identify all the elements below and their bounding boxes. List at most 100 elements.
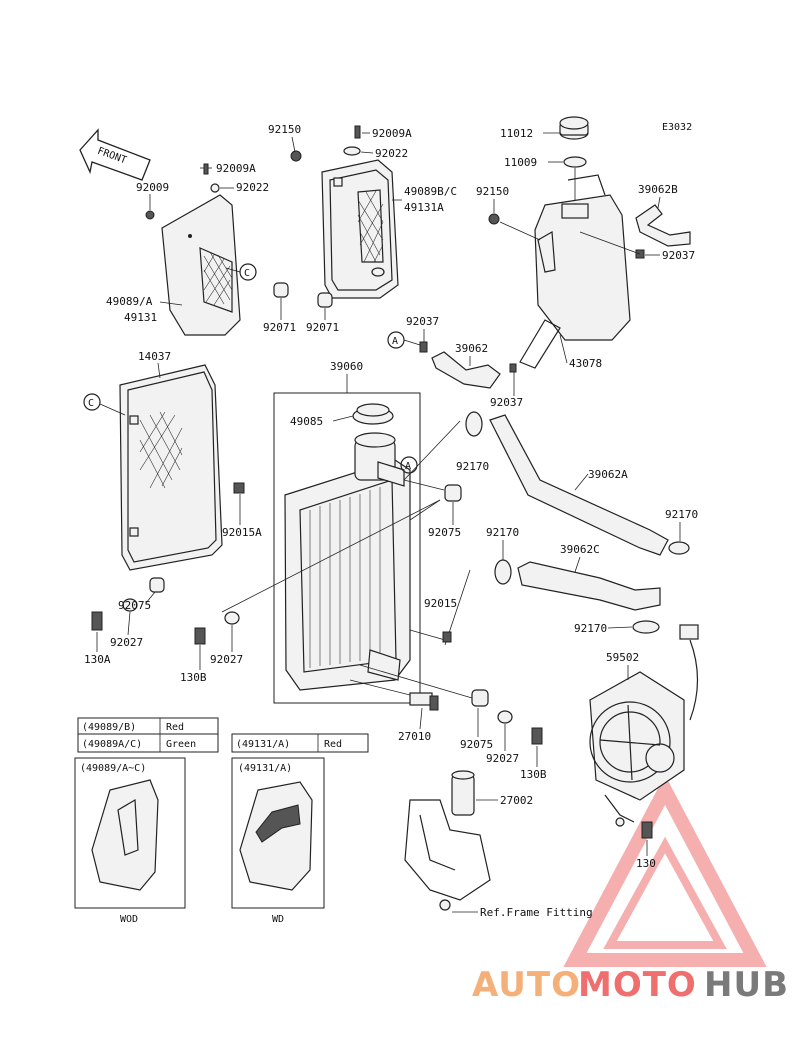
hose-39062-part: [431, 351, 501, 389]
svg-text:14037: 14037: [138, 350, 171, 363]
svg-text:A: A: [392, 336, 398, 347]
grommet-92075-a: [444, 484, 462, 502]
cap-gasket-part: [563, 156, 587, 168]
clamp-92170-a: [465, 411, 483, 437]
svg-text:C: C: [88, 398, 94, 409]
svg-text:92027: 92027: [486, 752, 519, 765]
radiator-part: [284, 432, 411, 691]
svg-text:92009: 92009: [136, 181, 169, 194]
svg-text:(49131/A): (49131/A): [236, 739, 290, 750]
grommet-92071-b: [317, 292, 333, 308]
svg-text:92022: 92022: [375, 147, 408, 160]
svg-text:92170: 92170: [665, 508, 698, 521]
svg-text:49089B/C: 49089B/C: [404, 185, 457, 198]
svg-text:92170: 92170: [574, 622, 607, 635]
svg-text:27010: 27010: [398, 730, 431, 743]
clamp-92170-d: [632, 620, 660, 634]
svg-text:92027: 92027: [210, 653, 243, 666]
callout-a-top: A: [387, 331, 405, 349]
svg-text:92170: 92170: [456, 460, 489, 473]
hose-39062a-part: [489, 414, 669, 556]
svg-text:39060: 39060: [330, 360, 363, 373]
svg-text:C: C: [244, 268, 250, 279]
svg-text:92037: 92037: [490, 396, 523, 409]
svg-text:WOD: WOD: [120, 914, 138, 925]
reference-label: Ref.Frame Fitting: [480, 906, 593, 919]
svg-text:AUTO: AUTO: [472, 965, 581, 1005]
bolt-130: [641, 821, 653, 839]
svg-text:92022: 92022: [236, 181, 269, 194]
svg-text:HUB: HUB: [704, 965, 789, 1005]
svg-text:A: A: [405, 461, 411, 472]
cooling-fan-part: [589, 624, 699, 827]
svg-text:130A: 130A: [84, 653, 111, 666]
fan-switch-part: [409, 692, 439, 711]
collar-92027-b: [224, 611, 240, 625]
bolt-130b-right: [531, 727, 543, 745]
svg-text:92027: 92027: [110, 636, 143, 649]
svg-text:92009A: 92009A: [216, 162, 256, 175]
diagram-code: E3032: [662, 122, 692, 133]
clamp-92170-c: [494, 559, 512, 585]
svg-text:130B: 130B: [180, 671, 207, 684]
shroud-panel-14037-part: [119, 364, 223, 571]
grommet-92075-b: [149, 577, 165, 593]
svg-text:27002: 27002: [500, 794, 533, 807]
svg-text:92150: 92150: [268, 123, 301, 136]
svg-text:92015: 92015: [424, 597, 457, 610]
svg-text:49131: 49131: [124, 311, 157, 324]
svg-text:39062A: 39062A: [588, 468, 628, 481]
svg-text:92071: 92071: [306, 321, 339, 334]
svg-text:(49131/A): (49131/A): [238, 763, 292, 774]
svg-text:92009A: 92009A: [372, 127, 412, 140]
svg-text:92150: 92150: [476, 185, 509, 198]
svg-text:39062C: 39062C: [560, 543, 600, 556]
radiator-cap-part: [352, 403, 394, 425]
collar-92027-c: [497, 710, 513, 724]
fan-relay-part: [404, 770, 491, 911]
left-shroud-part: [161, 194, 241, 336]
svg-text:49085: 49085: [290, 415, 323, 428]
svg-text:Red: Red: [166, 722, 184, 733]
svg-text:92015A: 92015A: [222, 526, 262, 539]
bolt-130a: [91, 611, 103, 631]
top-shroud-part: [321, 159, 399, 299]
svg-text:39062: 39062: [455, 342, 488, 355]
svg-text:43078: 43078: [569, 357, 602, 370]
svg-text:92037: 92037: [662, 249, 695, 262]
svg-text:92075: 92075: [428, 526, 461, 539]
collar-92027-a: [122, 598, 138, 612]
hose-39062b-part: [635, 204, 691, 247]
svg-text:Green: Green: [166, 739, 196, 750]
svg-text:11012: 11012: [500, 127, 533, 140]
svg-text:11009: 11009: [504, 156, 537, 169]
front-arrow-icon: FRONT: [79, 128, 151, 181]
color-table-left: (49089/B) Red (49089A/C) Green (49089/A~…: [74, 717, 219, 925]
svg-text:(49089A/C): (49089A/C): [82, 739, 142, 750]
svg-text:92170: 92170: [486, 526, 519, 539]
svg-text:49089/A: 49089/A: [106, 295, 153, 308]
watermark-logo-triangle: [563, 775, 767, 967]
svg-text:92071: 92071: [263, 321, 296, 334]
svg-text:92075: 92075: [118, 599, 151, 612]
callout-c-panel: C: [83, 393, 101, 411]
color-table-right: (49131/A) Red (49131/A) WD: [231, 733, 369, 925]
grommet-92071-a: [273, 282, 289, 298]
svg-text:(49089/A~C): (49089/A~C): [80, 763, 146, 774]
callout-c-shroud: C: [239, 263, 257, 281]
svg-text:92075: 92075: [460, 738, 493, 751]
reservoir-tank-part: [519, 174, 631, 369]
svg-text:130: 130: [636, 857, 656, 870]
svg-text:130B: 130B: [520, 768, 547, 781]
svg-text:49131A: 49131A: [404, 201, 444, 214]
hose-39062c-part: [517, 561, 661, 611]
svg-text:MOTO: MOTO: [578, 965, 697, 1005]
part-number-labels: 11012 11009 92150 92009A 92022 92009A 92…: [84, 123, 698, 919]
bolt-130b-left: [194, 627, 206, 645]
svg-text:39062B: 39062B: [638, 183, 678, 196]
watermark-logo-text: AUTO MOTO HUB: [472, 965, 789, 1005]
callout-a-radiator: A: [400, 456, 418, 474]
reservoir-cap-part: [559, 116, 589, 140]
grommet-92075-c: [471, 689, 489, 707]
